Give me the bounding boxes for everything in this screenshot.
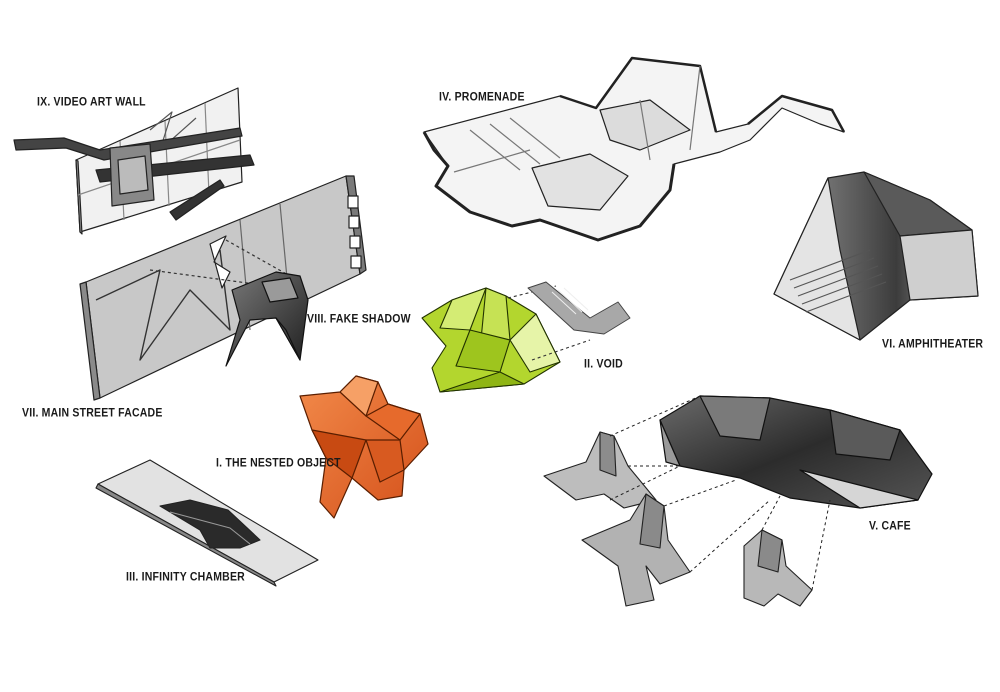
void-stair-object <box>528 282 630 334</box>
amphitheater-object <box>774 172 978 340</box>
promenade-object <box>424 58 844 240</box>
label-promenade: IV. PROMENADE <box>439 90 525 104</box>
cafe-object <box>660 396 932 508</box>
cafe-module-left <box>544 432 656 508</box>
label-void: II. VOID <box>584 357 623 371</box>
label-nested-object: I. THE NESTED OBJECT <box>216 456 341 470</box>
label-infinity-chamber: III. INFINITY CHAMBER <box>126 570 245 584</box>
label-main-street-facade: VII. MAIN STREET FACADE <box>22 406 163 420</box>
infinity-chamber-object <box>96 460 318 586</box>
cafe-module-center <box>582 494 690 606</box>
label-amphitheater: VI. AMPHITHEATER <box>882 337 983 351</box>
label-video-art-wall: IX. VIDEO ART WALL <box>37 95 146 109</box>
video-art-wall-object <box>14 88 254 234</box>
nested-object <box>300 376 428 518</box>
cafe-module-right <box>744 530 812 606</box>
label-cafe: V. CAFE <box>869 519 911 533</box>
label-fake-shadow: VIII. FAKE SHADOW <box>307 312 411 326</box>
